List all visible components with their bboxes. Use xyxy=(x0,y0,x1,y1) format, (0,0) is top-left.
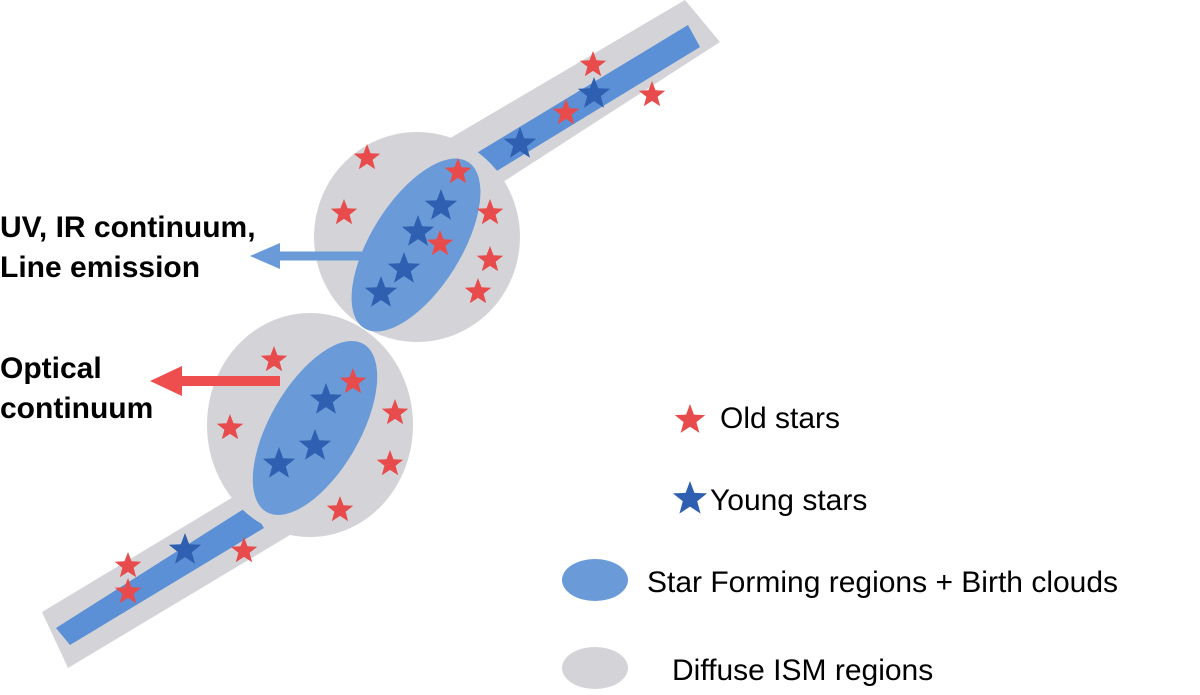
uv-arrow xyxy=(250,243,385,269)
uv-label-line2: Line emission xyxy=(0,251,200,284)
optical-label-line1: Optical xyxy=(0,352,102,385)
blue-star-icon xyxy=(309,383,343,414)
optical-label-line2: continuum xyxy=(0,392,153,425)
blue-star-icon xyxy=(672,481,708,514)
red-star-icon xyxy=(353,144,381,170)
blue-star-icon xyxy=(364,276,398,307)
red-star-icon xyxy=(476,246,504,272)
red-star-icon xyxy=(674,404,706,433)
legend: Old stars Young stars Star Forming regio… xyxy=(562,402,1118,689)
uv-label-line1: UV, IR continuum, xyxy=(0,211,256,244)
red-star-icon xyxy=(674,404,706,433)
legend-diffuse-ism: Diffuse ISM regions xyxy=(672,654,933,687)
stars-layer xyxy=(114,51,666,604)
gray-ellipse-icon xyxy=(562,647,628,689)
red-star-icon xyxy=(326,496,354,522)
red-star-icon xyxy=(216,414,244,440)
red-star-icon xyxy=(444,158,472,184)
red-star-icon xyxy=(579,51,607,77)
red-star-icon xyxy=(260,346,288,372)
blue-star-icon xyxy=(424,189,458,220)
red-star-icon xyxy=(330,199,358,225)
blue-star-icon xyxy=(168,533,202,564)
legend-old-stars: Old stars xyxy=(720,402,840,435)
blue-star-icon xyxy=(387,252,421,283)
blue-star-icon xyxy=(672,481,708,514)
red-star-icon xyxy=(114,552,142,578)
blue-star-icon xyxy=(262,447,296,478)
blue-star-icon xyxy=(577,77,611,108)
sf-band-lower xyxy=(56,505,264,645)
red-star-icon xyxy=(464,278,492,304)
blue-ellipse-icon xyxy=(562,559,628,601)
red-star-icon xyxy=(426,230,454,256)
legend-star-forming: Star Forming regions + Birth clouds xyxy=(647,566,1118,599)
blue-star-icon xyxy=(401,215,435,246)
legend-young-stars: Young stars xyxy=(710,484,867,517)
red-star-icon xyxy=(230,537,258,563)
red-star-icon xyxy=(339,368,367,394)
sf-band-upper xyxy=(470,25,700,180)
red-star-icon xyxy=(114,578,142,604)
optical-arrow xyxy=(150,366,280,396)
red-star-icon xyxy=(638,81,666,107)
blue-star-icon xyxy=(298,429,332,460)
blue-star-icon xyxy=(503,127,537,158)
red-star-icon xyxy=(552,99,580,125)
red-star-icon xyxy=(476,199,504,225)
red-star-icon xyxy=(381,399,409,425)
red-star-icon xyxy=(376,450,404,476)
